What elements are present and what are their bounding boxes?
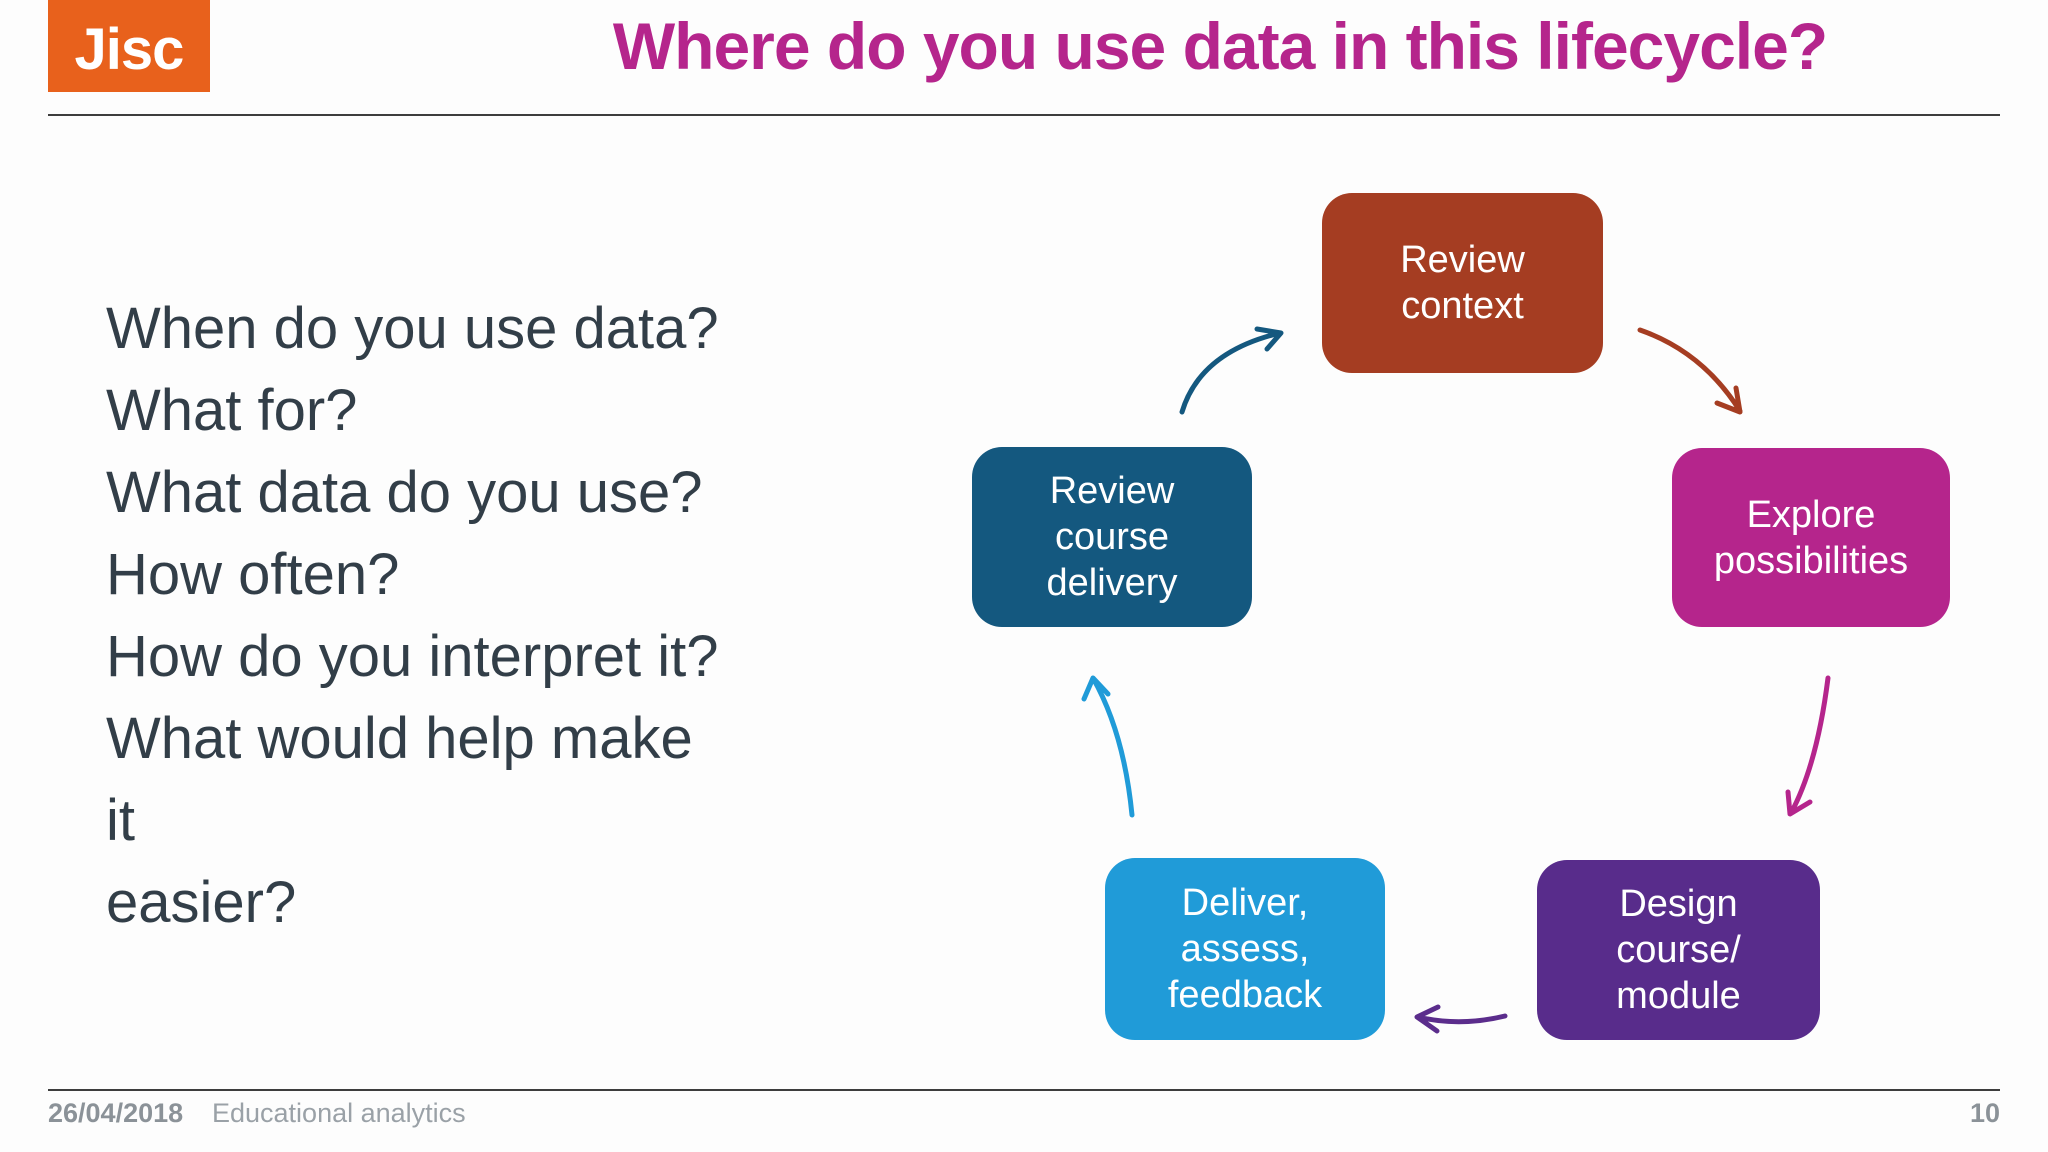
- arrow-design-course-to-deliver-assess-icon: [1414, 1004, 1508, 1034]
- cycle-box-deliver-assess-feedback: Deliver,assess,feedback: [1105, 858, 1385, 1040]
- box-label-line: possibilities: [1713, 539, 1909, 582]
- box-label-line: delivery: [1046, 562, 1178, 604]
- header-divider: [48, 114, 2000, 116]
- arrow-review-course-delivery-to-review-context-icon: [1179, 326, 1284, 415]
- box-label-line: feedback: [1167, 974, 1323, 1016]
- footer-label: Educational analytics: [212, 1098, 466, 1128]
- box-label-line: Review: [1049, 470, 1175, 512]
- slide-title: Where do you use data in this lifecycle?: [612, 9, 1828, 83]
- box-label-line: Review: [1400, 239, 1525, 281]
- box-label-line: assess,: [1180, 928, 1310, 970]
- footer-date: 26/04/2018: [48, 1098, 184, 1128]
- question-line: What for?: [106, 378, 358, 443]
- box-label-line: Design: [1619, 883, 1738, 925]
- box-label-line: course: [1054, 516, 1170, 558]
- box-label-line: Explore: [1746, 493, 1876, 536]
- question-line: How do you interpret it?: [106, 624, 719, 689]
- footer-divider: [48, 1089, 2000, 1091]
- box-label-line: Deliver,: [1181, 882, 1309, 924]
- questions-text: When do you use data? What for? What data …: [106, 288, 726, 944]
- arrow-review-context-to-explore-possibilities-icon: [1637, 327, 1743, 415]
- question-line: When do you use data?: [106, 296, 719, 361]
- question-line: What data do you use?: [106, 460, 703, 525]
- footer-page-number: 10: [1969, 1098, 2000, 1128]
- question-line: How often?: [106, 542, 400, 607]
- arrow-deliver-assess-to-review-course-delivery-icon: [1081, 675, 1135, 818]
- box-label-line: module: [1616, 975, 1741, 1017]
- question-line: What would help make it: [106, 706, 693, 853]
- box-label-line: course/: [1616, 929, 1741, 971]
- question-line: easier?: [106, 870, 297, 935]
- jisc-logo: Jisc: [48, 0, 210, 92]
- box-label-line: context: [1401, 285, 1524, 327]
- arrow-explore-possibilities-to-design-course-icon: [1785, 675, 1831, 817]
